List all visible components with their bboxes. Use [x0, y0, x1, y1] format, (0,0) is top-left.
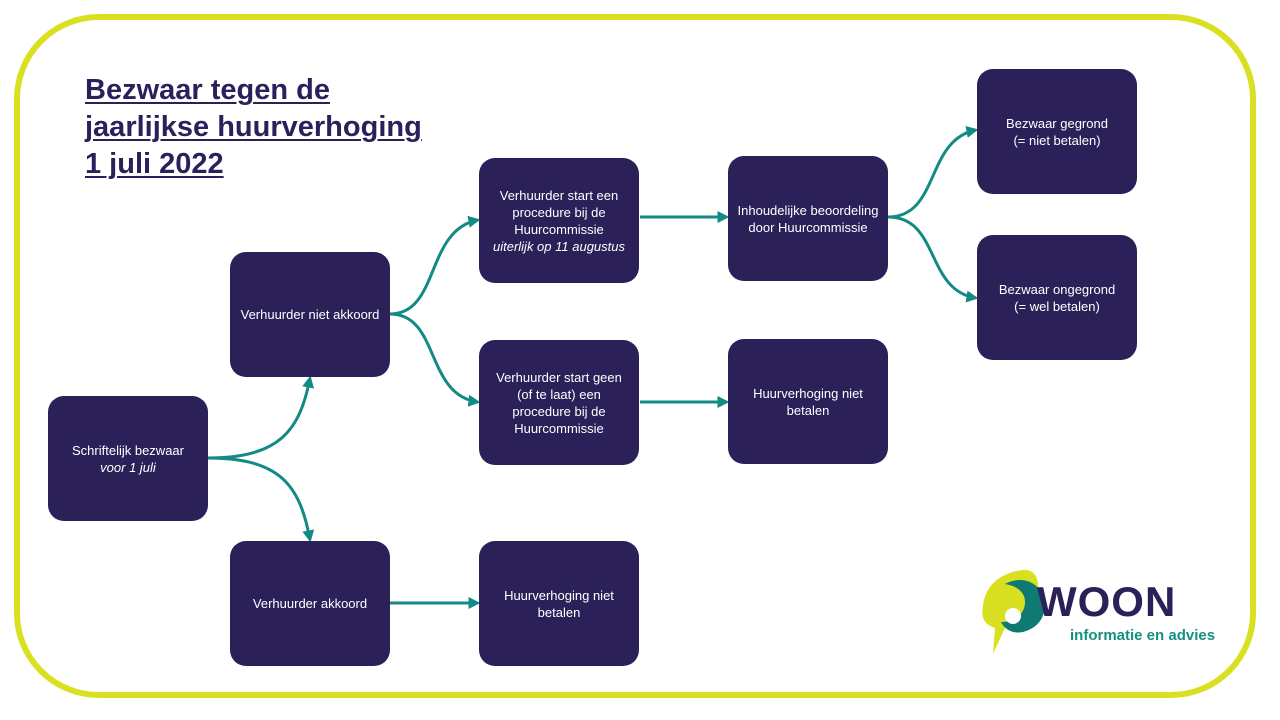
arrow-start-to-not-agree: [207, 375, 315, 460]
node-landlord-agree: Verhuurder akkoord: [230, 541, 390, 666]
speech-bubble-icon: [982, 569, 1045, 654]
node-agree-result: Huurverhoging niet betalen: [479, 541, 639, 666]
arrow-assessment-to-founded: [887, 125, 979, 219]
node-objection-founded: Bezwaar gegrond (= niet betalen): [977, 69, 1137, 194]
node-text: Huurverhoging niet betalen: [753, 385, 863, 418]
node-text: Verhuurder start een procedure bij de Hu…: [499, 187, 619, 237]
logo-tagline: informatie en advies: [1070, 627, 1216, 644]
node-italic-text: voor 1 juli: [100, 459, 156, 475]
node-text: Huurverhoging niet betalen: [504, 587, 614, 620]
node-text-2: (= niet betalen): [1013, 132, 1101, 148]
arrow-assessment-to-unfounded: [887, 215, 979, 303]
node-procedure: Verhuurder start een procedure bij de Hu…: [479, 158, 639, 283]
title-line-2: jaarlijkse huurverhoging: [85, 111, 422, 143]
node-text: Bezwaar gegrond: [1006, 115, 1108, 131]
node-no-procedure: Verhuurder start geen (of te laat) een p…: [479, 340, 639, 465]
arrow-not-agree-to-no-procedure: [389, 312, 481, 407]
logo-wordmark: WOON: [1037, 578, 1177, 625]
title-line-3: 1 juli 2022: [85, 148, 224, 180]
node-text: Inhoudelijke beoordeling door Huurcommis…: [737, 202, 879, 235]
page-title: Bezwaar tegen de jaarlijkse huurverhogin…: [85, 72, 445, 183]
node-text: Verhuurder start geen (of te laat) een p…: [496, 369, 622, 436]
woon-logo: WOON informatie en advies: [975, 566, 1225, 661]
node-italic-text: uiterlijk op 11 augustus: [492, 238, 625, 254]
node-text-2: (= wel betalen): [1014, 298, 1100, 314]
node-written-objection: Schriftelijk bezwaar voor 1 juli: [48, 396, 208, 521]
node-landlord-not-agree: Verhuurder niet akkoord: [230, 252, 390, 377]
node-objection-unfounded: Bezwaar ongegrond (= wel betalen): [977, 235, 1137, 360]
rounded-frame: [14, 14, 1256, 698]
node-text: Verhuurder niet akkoord: [240, 307, 380, 322]
title-line-1: Bezwaar tegen de: [85, 74, 330, 106]
node-text: Verhuurder akkoord: [252, 596, 368, 611]
node-assessment: Inhoudelijke beoordeling door Huurcommis…: [728, 156, 888, 281]
node-text: Bezwaar ongegrond: [998, 281, 1116, 297]
arrow-start-to-agree: [207, 456, 315, 543]
node-no-procedure-result: Huurverhoging niet betalen: [728, 339, 888, 464]
node-text: Schriftelijk bezwaar: [72, 442, 184, 458]
arrow-not-agree-to-procedure: [389, 215, 481, 316]
